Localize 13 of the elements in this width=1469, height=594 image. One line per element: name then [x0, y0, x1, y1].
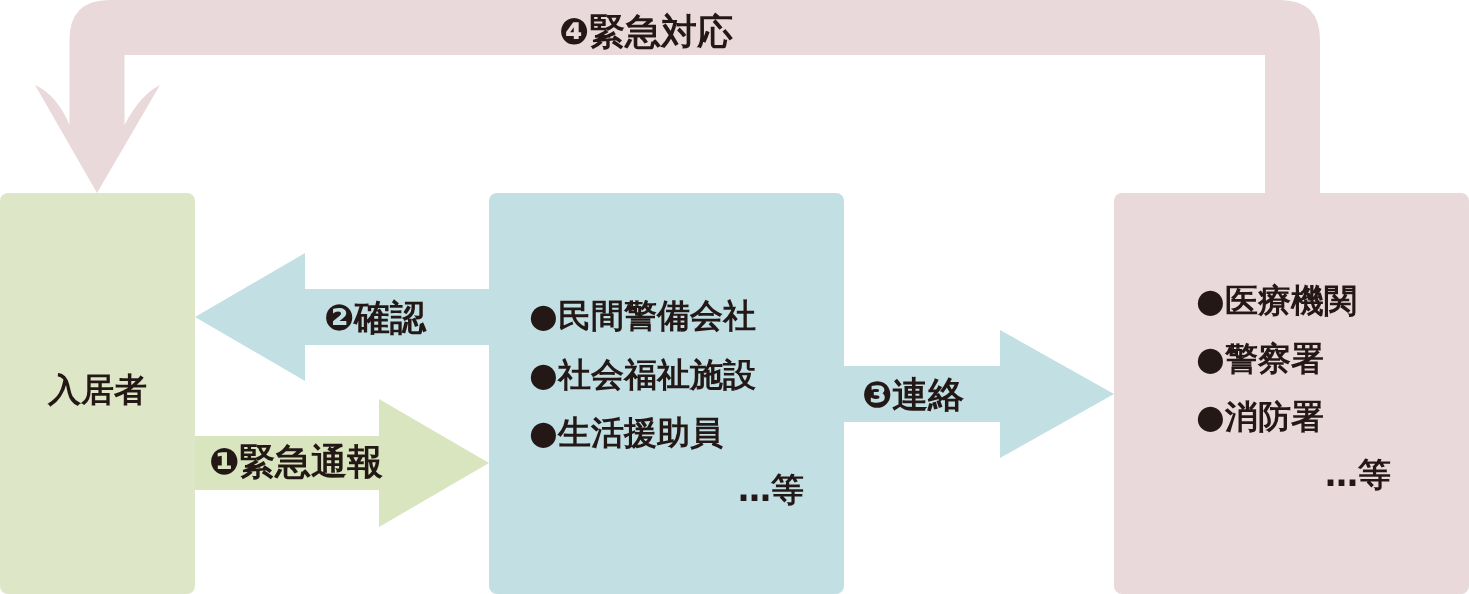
agency-box [1114, 193, 1469, 594]
list-item: ●民間警備会社 [529, 296, 756, 336]
etc-text: …等 [738, 470, 804, 510]
list-item: ●医療機関 [1196, 281, 1357, 321]
list-item: ●社会福祉施設 [529, 355, 756, 395]
resident-box [0, 193, 195, 594]
list-item: ●警察署 [1196, 339, 1324, 379]
contact-box [489, 193, 844, 594]
etc-text: …等 [1325, 455, 1391, 495]
block-arrow [35, 0, 1320, 193]
list-item: ●消防署 [1196, 397, 1324, 437]
node-label: 入居者 [47, 370, 148, 410]
list-item: ●生活援助員 [529, 413, 723, 453]
